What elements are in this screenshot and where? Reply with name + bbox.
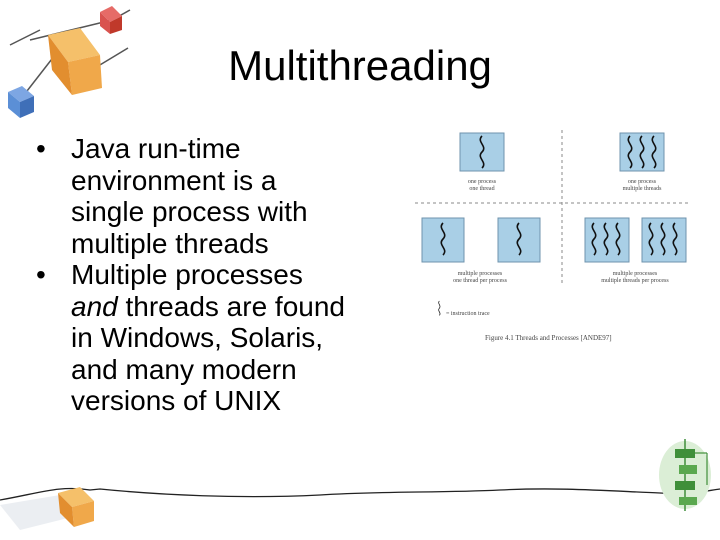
quadrant-label: multiple threads — [623, 186, 662, 192]
threads-processes-figure: one process one thread one process multi… — [415, 130, 688, 342]
figure-caption: Figure 4.1 Threads and Processes [ANDE97… — [485, 334, 612, 342]
flowchart-icon — [659, 439, 711, 511]
quadrant-label: multiple processes — [458, 271, 503, 277]
bullet-line: single process with — [71, 196, 308, 227]
bullet-line: Multiple processes — [71, 259, 303, 290]
bullet-item: • Java run-time environment is a single … — [36, 133, 416, 259]
bullet-marker: • — [36, 133, 46, 164]
bottom-decorative-line — [0, 487, 720, 530]
legend-squiggle-icon — [438, 300, 441, 316]
quadrant-label: one thread — [469, 186, 494, 192]
decorative-cubes-icon — [8, 6, 131, 118]
process-box — [641, 217, 687, 263]
bullet-item: • Multiple processes and threads are fou… — [36, 259, 416, 417]
quadrant-label: multiple processes — [613, 271, 658, 277]
bullet-marker: • — [36, 259, 46, 290]
quadrant-label: one thread per process — [453, 278, 507, 284]
bullet-emphasis: and — [71, 290, 118, 322]
bullet-line: threads are found — [117, 290, 345, 322]
bullet-line: versions of UNIX — [71, 385, 282, 416]
quadrant-label: multiple threads per process — [601, 278, 669, 284]
quadrant-label: one process — [628, 179, 657, 185]
quadrant-label: one process — [468, 179, 497, 185]
bullet-line: Java run-time — [71, 133, 241, 164]
bullet-list: • Java run-time environment is a single … — [36, 133, 416, 417]
process-box — [584, 217, 630, 263]
bullet-line: in Windows, Solaris, — [71, 322, 324, 353]
bullet-line: multiple threads — [71, 227, 269, 259]
slide-title: Multithreading — [228, 42, 492, 89]
bullet-line: environment is a — [71, 164, 277, 196]
bullet-line: and many modern — [71, 353, 297, 385]
figure-legend: = instruction trace — [446, 311, 490, 317]
